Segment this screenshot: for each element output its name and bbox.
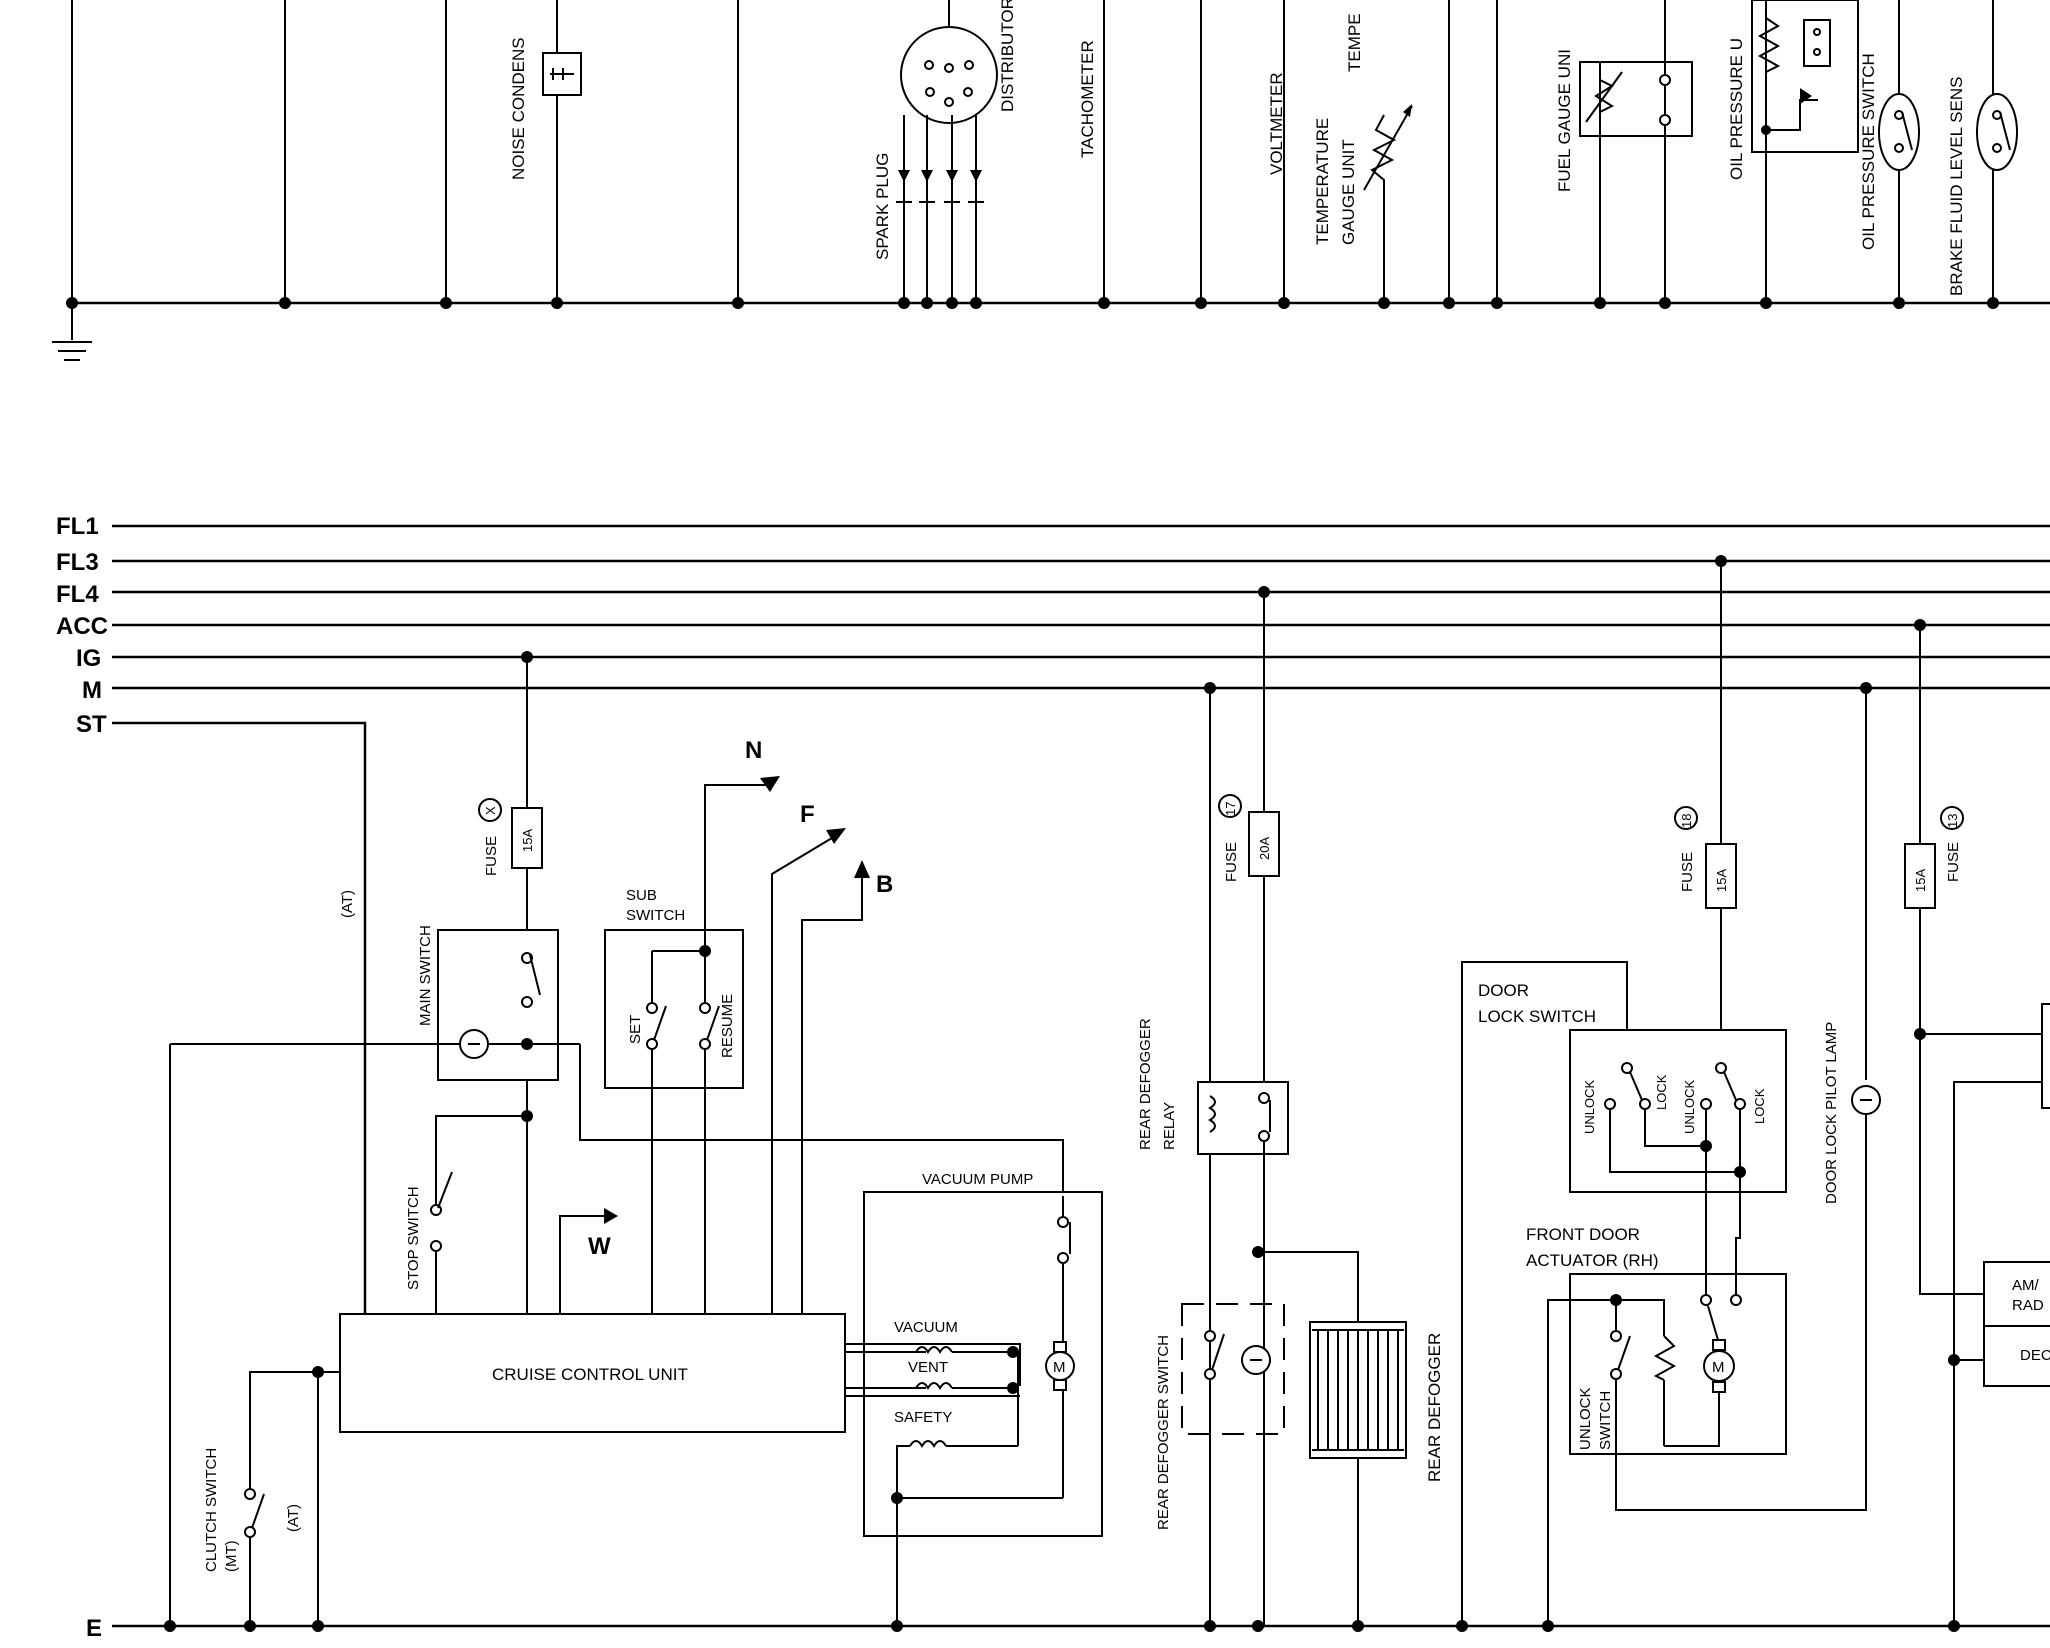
radio-section: 15A FUSE 13 AM/ RAD DEC [1904,619,2050,1632]
bus-label-fl4: FL4 [56,581,99,608]
unlock-label-1: UNLOCK [1582,1079,1597,1134]
distributor-label: DISTRIBUTOR [998,0,1017,112]
arrow-b-label: B [876,871,893,898]
lock-label-2: LOCK [1752,1088,1767,1124]
bus-label-fl3: FL3 [56,549,99,576]
distributor-icon [900,26,998,124]
stop-switch-label: STOP SWITCH [405,1186,422,1290]
unlock-label-2: UNLOCK [1682,1079,1697,1134]
fuse-13-number-circle [1940,806,1964,830]
at-label-upper: (AT) [339,890,356,918]
oil-pressure-switch-icon [1878,93,1920,171]
fuse-13-rating: 15A [1913,869,1928,892]
front-door-actuator-label-2: ACTUATOR (RH) [1526,1251,1659,1270]
fuse-18-label: FUSE [1679,852,1696,892]
fuel-gauge-unit-box [1579,61,1693,137]
set-label: SET [627,1015,644,1044]
door-actuator-motor-label: M [1712,1359,1725,1376]
fuse-17-number-circle [1218,794,1242,818]
fuse-13-box [1904,843,1936,909]
safety-label: SAFETY [894,1409,952,1426]
rear-defogger-relay-label-1: REAR DEFOGGER [1137,1018,1154,1150]
fuse-13-number: 13 [1945,814,1960,828]
clutch-switch-label-1: CLUTCH SWITCH [203,1448,220,1572]
sub-switch-label-2: SWITCH [626,907,685,924]
power-buses: FL1 FL3 FL4 ACC IG M ST E [56,513,2050,1642]
fuse-17-label: FUSE [1223,842,1240,882]
vent-label: VENT [908,1359,948,1376]
fuse-18-number-circle [1674,806,1698,830]
fuse-x-rating: 15A [520,829,535,852]
front-door-actuator-box [1569,1273,1787,1455]
oil-pressure-unit-label: OIL PRESSURE U [1727,38,1746,180]
door-lock-switch-label-2: LOCK SWITCH [1478,1007,1596,1026]
sub-switch-box [604,929,744,1089]
fuse-x-number-circle [478,798,502,822]
am-radio-label-2: RAD [2012,1297,2044,1314]
bus-label-acc: ACC [56,613,108,640]
fuse-x-number: X [483,806,498,815]
arrow-f-label: F [800,801,815,828]
rear-defogger-section: 20A FUSE 17 REAR DEFOGGER RELAY REAR DEF… [1137,586,1444,1632]
bus-label-ig: IG [76,645,101,672]
unlock-switch-label-2: SWITCH [1597,1391,1614,1450]
door-lock-pilot-lamp-label: DOOR LOCK PILOT LAMP [1823,1022,1840,1204]
at-label-lower: (AT) [285,1504,302,1532]
bus-st [112,721,367,1314]
cruise-control-unit-label: CRUISE CONTROL UNIT [492,1365,688,1384]
spark-plug-label: SPARK PLUG [873,153,892,260]
bus-label-fl1: FL1 [56,513,99,540]
lock-label-1: LOCK [1654,1074,1669,1110]
oil-pressure-switch-label: OIL PRESSURE SWITCH [1859,53,1878,250]
bus-label-st: ST [76,711,107,738]
clutch-switch-label-2: (MT) [223,1540,240,1572]
main-switch-label: MAIN SWITCH [417,925,434,1026]
front-door-actuator-label-1: FRONT DOOR [1526,1225,1640,1244]
ground-bus-section: NOISE CONDENS SPARK PLUG DISTRIBUTOR TAC… [52,0,2050,361]
fuse-x-label: FUSE [483,836,500,876]
arrow-n-label: N [745,737,762,764]
door-lock-switch-label-1: DOOR [1478,981,1529,1000]
brake-fluid-sensor-label: BRAKE FLUID LEVEL SENS [1947,76,1966,296]
fuse-17-box [1248,811,1280,877]
door-lock-switch-box [1569,1029,1787,1193]
fuse-17-rating: 20A [1257,837,1272,860]
door-lock-section: 15A FUSE 18 DOOR LOCK SWITCH UNLOCK LOCK… [1456,555,1881,1632]
dec-label: DEC [2020,1347,2050,1364]
cruise-control-unit-box [339,1313,846,1433]
sub-switch-label-1: SUB [626,887,657,904]
rear-defogger-relay-label-2: RELAY [1161,1102,1178,1150]
bus-label-m: M [82,677,102,704]
tachometer-label: TACHOMETER [1078,40,1097,158]
unlock-switch-label-1: UNLOCK [1577,1387,1594,1450]
rear-defogger-switch-label: REAR DEFOGGER SWITCH [1155,1335,1172,1530]
main-switch-box [437,929,559,1081]
cruise-control-section: (AT) 15A FUSE X MAIN SWITCH STOP SWITCH … [169,651,1103,1626]
voltmeter-label: VOLTMETER [1267,72,1286,175]
rear-defogger-switch-box [1181,1303,1285,1435]
vacuum-pump-label: VACUUM PUMP [922,1171,1033,1188]
fuel-gauge-unit-label: FUEL GAUGE UNI [1555,49,1574,192]
bus-label-e: E [86,1615,102,1642]
rear-defogger-label: REAR DEFOGGER [1425,1333,1444,1482]
fuse-18-rating: 15A [1714,869,1729,892]
fuse-18-box [1705,843,1737,909]
temperature-gauge-label-1: TEMPERATURE [1313,118,1332,245]
arrow-w-label: W [588,1233,611,1260]
fuse-13-label: FUSE [1945,842,1962,882]
resume-label: RESUME [719,994,736,1058]
brake-fluid-sensor-icon [1976,93,2018,171]
vacuum-label: VACUUM [894,1319,958,1336]
fuse-18-number: 18 [1679,814,1694,828]
fuse-x-box [511,807,543,869]
temperature-gauge-label-2: GAUGE UNIT [1339,139,1358,245]
am-radio-label-1: AM/ [2012,1277,2040,1294]
temperature-gauge-partial-label: TEMPE [1345,13,1364,72]
fuse-17-number: 17 [1223,802,1238,816]
am-radio-box [1983,1261,2050,1387]
vacuum-pump-motor-label: M [1053,1359,1066,1376]
noise-condenser-label: NOISE CONDENS [509,37,528,180]
